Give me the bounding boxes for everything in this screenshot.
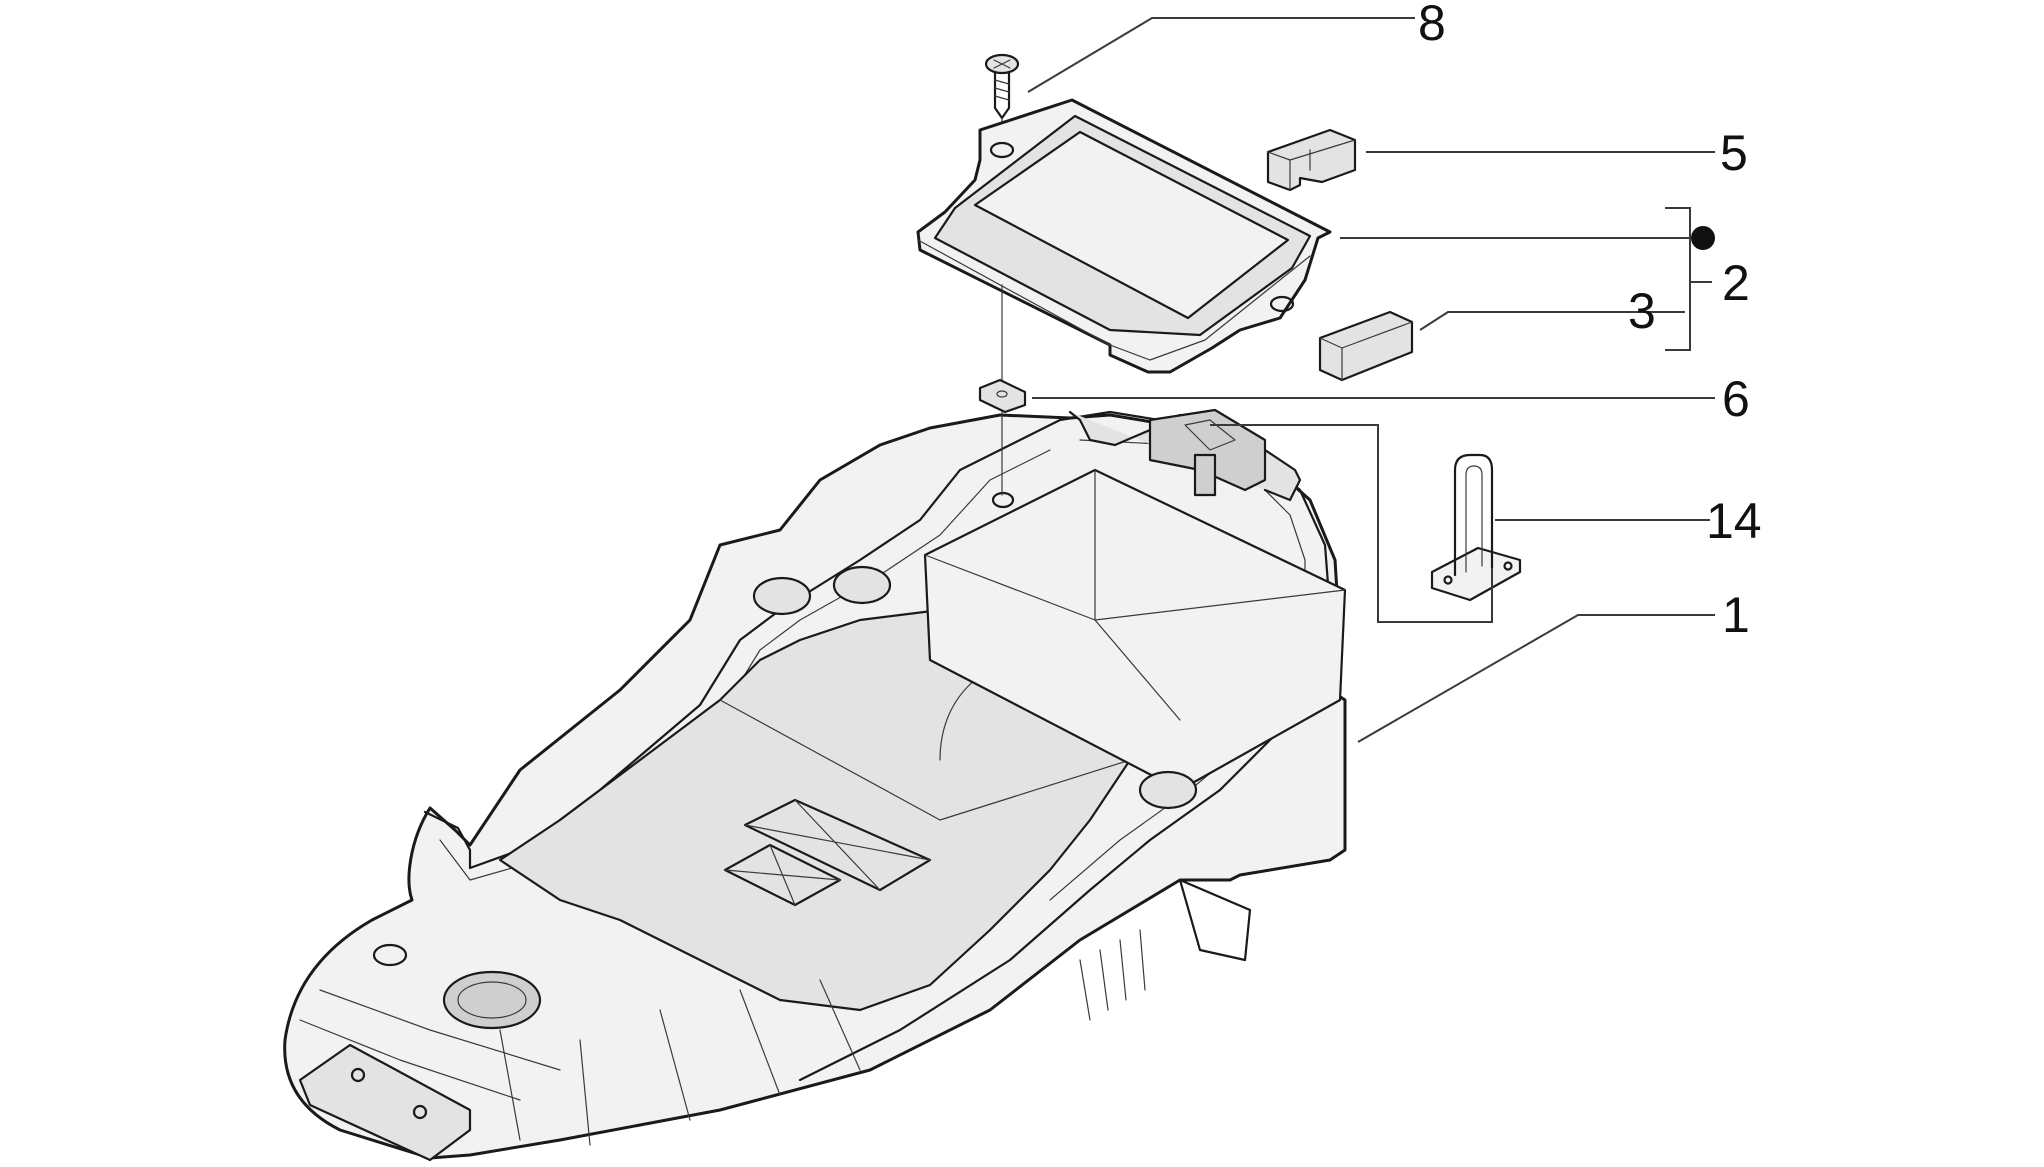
part-3-foam-block: [1318, 310, 1414, 382]
leader-3: [1419, 311, 1685, 331]
foam-block-3-body: [1318, 310, 1414, 382]
hook-rivet-1: [1443, 575, 1453, 585]
callout-labels: 8 5 2 3 6 14 1: [1418, 0, 1762, 643]
cover-screw-hole-front: [989, 141, 1015, 159]
callout-2: 2: [1722, 255, 1750, 311]
leader-rear-latch: [1210, 424, 1493, 623]
part-1-helmet-compartment: [283, 408, 1347, 1162]
boss-cap-2: [832, 565, 892, 605]
floor-label-small: [723, 843, 842, 907]
part-6-clip-nut: [978, 378, 1027, 496]
underside-vents: [1079, 929, 1146, 1021]
foam-pad-5-edges: [1267, 139, 1356, 191]
screw-thread: [994, 79, 1010, 101]
callout-6: 6: [1722, 371, 1750, 427]
cover-inner-panel: [973, 130, 1290, 320]
bracket-pin-2: [412, 1104, 428, 1120]
leader-lines: [1027, 17, 1715, 743]
callout-3: 3: [1628, 283, 1656, 339]
compartment-left-rim: [423, 418, 1062, 870]
cover-screw-hole-rear: [1269, 295, 1295, 313]
screw-shank: [993, 70, 1011, 120]
clip-nut-hole: [996, 390, 1008, 398]
callout-8: 8: [1418, 0, 1446, 51]
cover-edge: [917, 239, 1311, 361]
underside-flap: [1178, 878, 1252, 962]
bracket-pin-1: [350, 1067, 366, 1083]
leader-8: [1027, 17, 1415, 93]
rear-latch-slot: [1184, 419, 1236, 451]
floor-label-large: [743, 798, 932, 892]
hook-rivet-2: [1503, 561, 1513, 571]
part-2-kit-dot: [1691, 226, 1715, 250]
lid-mount-hole: [991, 491, 1015, 509]
foam-pad-5-body: [1266, 128, 1357, 192]
boss-cap-1: [752, 576, 812, 616]
callout-5: 5: [1720, 125, 1748, 181]
clip-nut-body: [978, 378, 1027, 414]
front-small-hole: [372, 943, 408, 967]
rear-latch-block: [1148, 408, 1267, 492]
foam-block-3-edges: [1319, 321, 1413, 381]
part-2-battery-cover: [916, 98, 1332, 381]
hook-loop-inner: [1465, 465, 1483, 573]
shell-panel-lines: [299, 979, 861, 1146]
part-14-hook-bracket: [1430, 453, 1522, 602]
hook-loop: [1453, 453, 1494, 577]
front-cup-hole: [442, 970, 542, 1030]
front-cup-hole-inner: [457, 981, 527, 1019]
screw-head-cross: [993, 59, 1011, 69]
rear-latch-post: [1193, 453, 1217, 497]
floor-crease: [719, 699, 1131, 821]
part-5-foam-pad: [1266, 128, 1357, 192]
callout-14: 14: [1706, 493, 1762, 549]
leader-1: [1357, 614, 1715, 743]
boss-cap-3: [1138, 770, 1198, 810]
rear-box-inner-wall-2: [924, 554, 1346, 621]
kit-bracket-2: [1665, 207, 1691, 351]
front-bracket: [298, 1043, 472, 1162]
callout-1: 1: [1722, 587, 1750, 643]
hook-base-plate: [1430, 546, 1522, 602]
